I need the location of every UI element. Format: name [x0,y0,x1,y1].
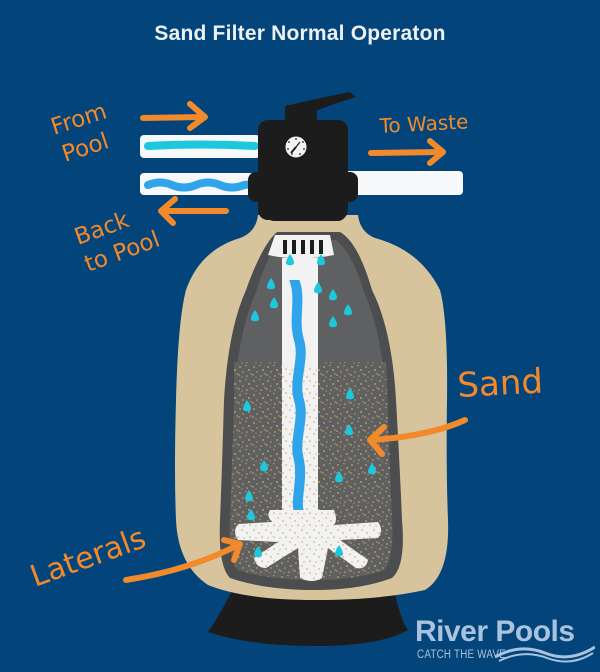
sand-arrow-icon [367,417,468,457]
multiport-valve [248,92,358,221]
diagram-title: Sand Filter Normal Operaton [154,22,446,45]
river-pools-logo: River Pools CATCH THE WAVE [415,615,595,665]
logo-tagline: CATCH THE WAVE [417,649,507,661]
logo-name: River Pools [415,615,575,648]
laterals-arrow-icon [123,537,243,583]
laterals [235,510,381,581]
standpipe [282,258,318,518]
label-to-waste: To Waste [378,109,469,138]
waste-pipe [345,171,463,195]
return-pipe [140,173,258,195]
inlet-pipe [140,135,260,158]
back-to-pool-arrow-icon [158,196,229,226]
wave-icon [495,645,595,663]
diffuser [268,235,334,259]
to-waste-arrow-icon [368,138,446,166]
flow-arrows [123,101,468,583]
label-sand: Sand [456,362,544,406]
from-pool-arrow-icon [140,101,208,131]
label-laterals: Laterals [26,521,151,595]
pressure-gauge-icon [284,135,308,159]
